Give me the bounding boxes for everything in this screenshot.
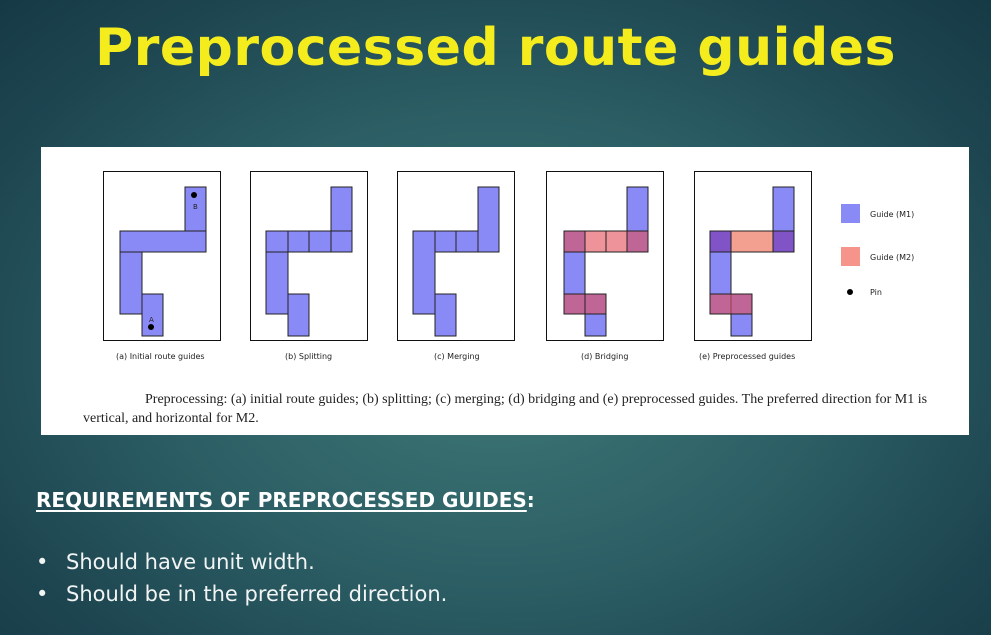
figure-caption: Preprocessing: (a) initial route guides;…: [83, 392, 928, 426]
guide-rect: [434, 230, 457, 253]
panel-preprocessed: [694, 171, 812, 341]
guide-rect: [119, 230, 207, 253]
legend-pin-dot: [847, 289, 853, 295]
caption-preprocessed: (e) Preprocessed guides: [699, 352, 796, 361]
requirements-heading-text: REQUIREMENTS OF PREPROCESSED GUIDES: [36, 488, 527, 512]
guide-rect: [141, 293, 164, 337]
panel-initial-drawing: B A: [119, 186, 207, 337]
guide-rect: [412, 230, 436, 315]
requirements-list: Should have unit width. Should be in the…: [36, 548, 447, 612]
legend-label-pin: Pin: [870, 288, 882, 297]
panel-bridging: [546, 171, 664, 341]
legend-swatch-m2: [841, 247, 860, 266]
requirements-heading-colon: :: [526, 488, 535, 512]
panel-bridging-drawing: [563, 186, 649, 337]
panel-splitting: [250, 171, 368, 341]
guide-rect: [287, 230, 310, 253]
pin-b: [191, 192, 197, 198]
guide-rect: [265, 230, 289, 253]
bridge-rect: [563, 293, 586, 315]
caption-bridging: (d) Bridging: [581, 352, 629, 361]
figure: B A (a) Initial route guides (b) Splitti…: [41, 147, 969, 435]
panel-splitting-drawing: [265, 186, 353, 337]
pin-a: [148, 324, 154, 330]
bridge-rect: [584, 230, 607, 253]
pin-label-a: A: [149, 316, 154, 324]
requirement-item: Should have unit width.: [36, 548, 447, 580]
bridge-rect: [584, 293, 607, 315]
guide-rect: [265, 251, 289, 315]
legend-label-m1: Guide (M1): [870, 210, 915, 219]
guide-rect: [434, 293, 457, 337]
legend-label-m2: Guide (M2): [870, 253, 915, 262]
bridge-rect: [563, 230, 586, 253]
requirements-heading: REQUIREMENTS OF PREPROCESSED GUIDES:: [36, 488, 535, 512]
guide-rect: [477, 186, 500, 253]
panel-initial: B A: [103, 171, 221, 341]
guide-rect: [308, 230, 332, 253]
panel-preprocessed-drawing: [709, 186, 795, 337]
overlap-rect: [709, 230, 732, 253]
panel-merging-drawing: [412, 186, 500, 337]
bridge-rect: [605, 230, 628, 253]
bridge-rect: [709, 293, 753, 315]
caption-merging: (c) Merging: [434, 352, 480, 361]
guide-rect: [330, 186, 353, 232]
requirement-item: Should be in the preferred direction.: [36, 580, 447, 612]
m2-guide-rect: [730, 230, 774, 253]
legend-swatch-m1: [841, 204, 860, 223]
slide-title: Preprocessed route guides: [95, 18, 896, 78]
overlap-rect: [772, 230, 795, 253]
guide-rect: [287, 293, 310, 337]
guide-rect: [455, 230, 479, 253]
pin-label-b: B: [193, 203, 198, 211]
guide-rect: [119, 251, 143, 315]
caption-splitting: (b) Splitting: [285, 352, 333, 361]
panel-merging: [397, 171, 515, 341]
guide-rect: [330, 230, 353, 253]
bridge-rect: [626, 230, 649, 253]
caption-initial: (a) Initial route guides: [116, 352, 205, 361]
